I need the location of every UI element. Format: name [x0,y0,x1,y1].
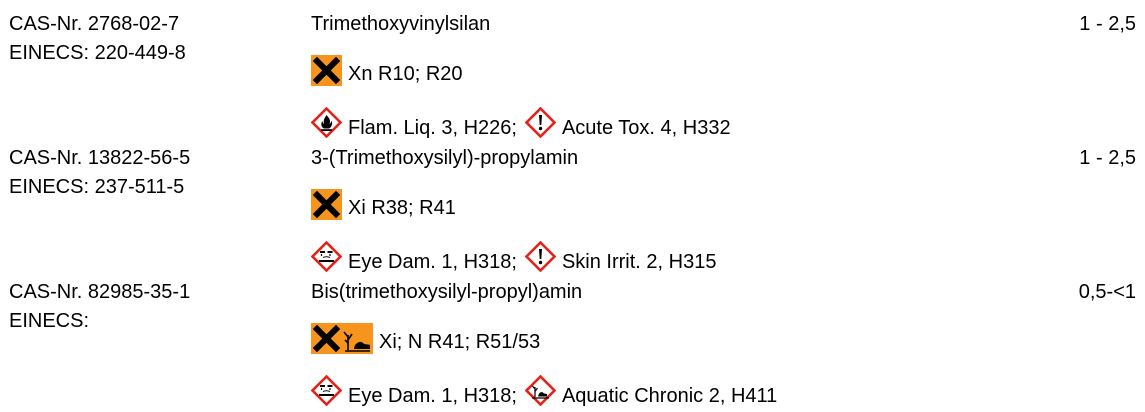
ghs-classification: Flam. Liq. 3, H226; Acute Tox. 4, H332 [311,104,731,140]
substance-name: Trimethoxyvinylsilan [311,13,491,35]
exclamation-pictogram-icon [524,241,556,272]
concentration: 1 - 2,5 [1079,13,1136,35]
corrosion-pictogram-icon [311,241,342,272]
ghs-hazard-text: Acute Tox. 4, H332 [561,117,731,139]
ghs-hazard-text: Flam. Liq. 3, H226; [348,117,517,139]
eu-classification: Xi R38; R41 [311,186,456,220]
ghs-hazard-text: Eye Dam. 1, H318; [348,251,517,273]
cas-number: CAS-Nr. 82985-35-1 [9,281,191,303]
eu-classification-text: Xi R38; R41 [348,197,456,219]
irritant-x-icon [311,323,342,354]
substance-entry: CAS-Nr. 2768-02-7 EINECS: 220-449-8 Trim… [0,10,1145,144]
eu-classification-text: Xn R10; R20 [348,63,463,85]
einecs-number: EINECS: 220-449-8 [9,42,186,64]
harmful-x-icon [311,55,342,86]
einecs-number: EINECS: [9,310,90,332]
substance-entry: CAS-Nr. 82985-35-1 EINECS: Bis(trimethox… [0,278,1145,412]
substance-name: Bis(trimethoxysilyl-propyl)amin [311,281,583,303]
einecs-number: EINECS: 237-511-5 [9,176,185,198]
substance-name: 3-(Trimethoxysilyl)-propylamin [311,147,579,169]
environment-pictogram-icon [524,375,556,406]
eu-classification: Xi; N R41; R51/53 [311,320,540,354]
substance-entry: CAS-Nr. 13822-56-5 EINECS: 237-511-5 3-(… [0,144,1145,278]
ghs-hazard-text: Aquatic Chronic 2, H411 [561,385,778,407]
cas-number: CAS-Nr. 2768-02-7 [9,13,180,35]
identifier-column: CAS-Nr. 13822-56-5 EINECS: 237-511-5 [9,144,190,202]
eu-classification: Xn R10; R20 [311,52,463,86]
corrosion-pictogram-icon [311,375,342,406]
eu-classification-text: Xi; N R41; R51/53 [379,331,541,353]
ghs-hazard-text: Skin Irrit. 2, H315 [561,251,717,273]
environment-hazard-icon [342,323,373,354]
identifier-column: CAS-Nr. 2768-02-7 EINECS: 220-449-8 [9,10,186,68]
irritant-x-icon [311,189,342,220]
ghs-classification: Eye Dam. 1, H318; Skin Irrit. 2, H315 [311,238,716,274]
identifier-column: CAS-Nr. 82985-35-1 EINECS: [9,278,190,336]
flame-pictogram-icon [311,107,342,138]
concentration: 0,5-<1 [1078,281,1136,303]
concentration: 1 - 2,5 [1079,147,1136,169]
ghs-hazard-text: Eye Dam. 1, H318; [348,385,517,407]
cas-number: CAS-Nr. 13822-56-5 [9,147,191,169]
exclamation-pictogram-icon [524,107,556,138]
